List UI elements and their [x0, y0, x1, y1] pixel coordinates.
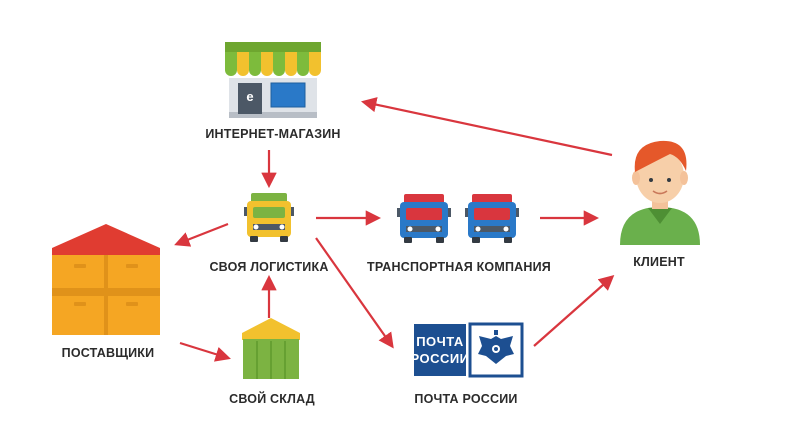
- suppliers-label: ПОСТАВЩИКИ: [61, 346, 155, 360]
- transport-trucks-icon: [397, 194, 519, 243]
- client-label: КЛИЕНТ: [633, 255, 685, 269]
- arrow-logistics-to-post: [315, 237, 394, 349]
- post-logo-line2: РОССИИ: [410, 351, 469, 366]
- arrow-client-to-shop: [360, 97, 613, 157]
- warehouse-icon: [242, 318, 300, 379]
- post-logo: ПОЧТА РОССИИ: [410, 322, 524, 378]
- truck-icon: [465, 194, 519, 243]
- arrow-post-to-client: [533, 274, 615, 347]
- suppliers-boxes-icon: [52, 224, 160, 335]
- client-person-icon: [620, 140, 700, 245]
- logistics-truck-icon: [244, 193, 294, 242]
- arrow-logistics-to-suppliers: [174, 222, 229, 247]
- arrow-suppliers-to-warehouse: [179, 341, 231, 362]
- shop-icon: e: [225, 42, 321, 118]
- warehouse-label: СВОЙ СКЛАД: [229, 392, 315, 406]
- post-label: ПОЧТА РОССИИ: [414, 392, 518, 406]
- shop-label: ИНТЕРНЕТ-МАГАЗИН: [205, 127, 341, 141]
- shop-badge: e: [246, 89, 253, 104]
- transport-label: ТРАНСПОРТНАЯ КОМПАНИЯ: [367, 260, 551, 274]
- truck-icon: [397, 194, 451, 243]
- arrows: [174, 97, 615, 362]
- eagle-emblem-icon: [478, 330, 514, 364]
- logistics-label: СВОЯ ЛОГИСТИКА: [209, 260, 329, 274]
- post-logo-line1: ПОЧТА: [416, 334, 464, 349]
